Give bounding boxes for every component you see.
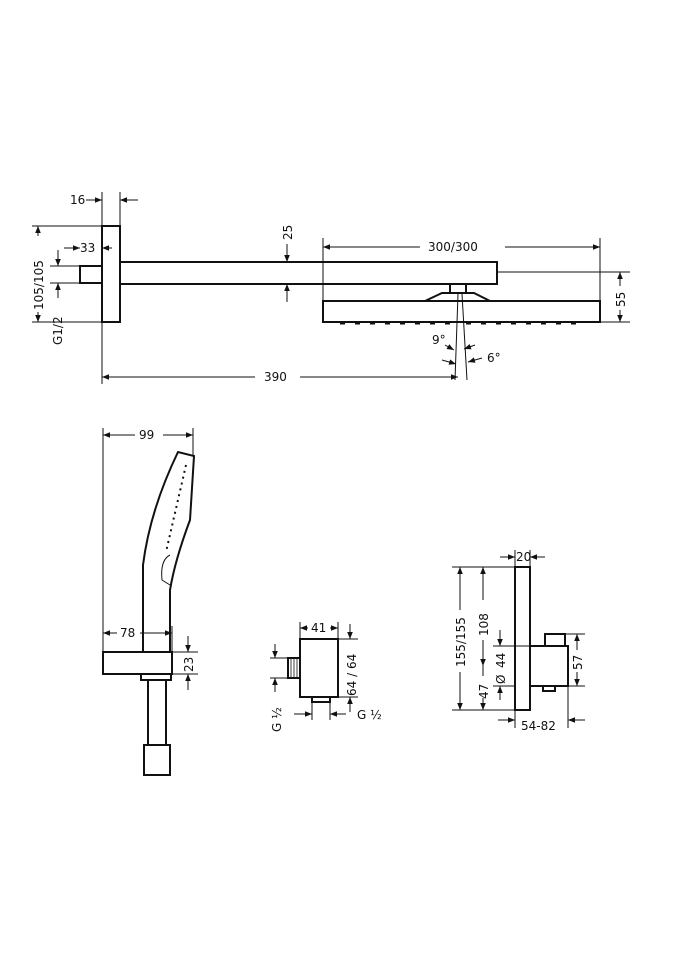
dim-total-depth: 99: [139, 428, 154, 442]
dim-angle-b: 6°: [487, 351, 501, 365]
hand-shower: [142, 450, 196, 653]
dim-body-offset: 44: [494, 653, 508, 668]
dim-lower-offset: 47: [477, 684, 491, 699]
thermostat-plate: [514, 566, 531, 711]
dim-plate-depth: 20: [516, 550, 531, 564]
dim-upper-offset: 108: [477, 613, 491, 636]
hose-nut: [143, 744, 171, 776]
outlet-thread-bottom: [311, 696, 331, 703]
dim-head-height: 55: [614, 292, 628, 307]
dim-stub-offset: 33: [80, 241, 95, 255]
dim-thread: G1/2: [51, 316, 65, 345]
dim-angle-a: 9°: [432, 333, 446, 347]
hand-shower-button: [161, 554, 171, 586]
dim-head-width: 300/300: [428, 240, 478, 254]
dim-outlet-height: 64 / 64: [345, 654, 359, 696]
wall-outlet: [299, 638, 339, 698]
dim-projection: 390: [264, 370, 287, 384]
wall-outlet-view: 41 64 / 64 G ½ G ½: [270, 621, 382, 732]
dim-plate-height: 155/155: [454, 617, 468, 667]
dim-holder-height: 23: [182, 657, 196, 672]
connector-stub: [79, 265, 103, 284]
dim-plate-depth: 16: [70, 193, 85, 207]
dim-diameter-symbol: Ø: [494, 675, 508, 684]
hand-shower-view: 99 78 23: [102, 428, 198, 776]
thermostat-body: [529, 645, 569, 687]
wall-plate: [101, 225, 121, 323]
thermostat-view: 20 155/155 108 44 Ø 47 57 54-82: [452, 550, 585, 733]
dim-projection-range: 54-82: [521, 719, 556, 733]
dim-arm-height: 25: [281, 225, 295, 240]
overhead-shower-view: 16 25 300/300 55 105/105 33 G1/2: [32, 192, 630, 384]
shower-hose: [147, 679, 167, 746]
shower-head: [322, 300, 601, 323]
shower-holder: [102, 651, 173, 675]
thermostat-knob: [544, 633, 566, 647]
dim-outlet-thread-bottom: G ½: [357, 708, 382, 722]
shower-arm: [119, 261, 498, 285]
dim-outlet-width: 41: [311, 621, 326, 635]
dim-body-height: 57: [571, 655, 585, 670]
dim-plate-height: 105/105: [32, 260, 46, 310]
dim-outlet-thread-side: G ½: [270, 707, 284, 732]
dim-holder-depth: 78: [120, 626, 135, 640]
